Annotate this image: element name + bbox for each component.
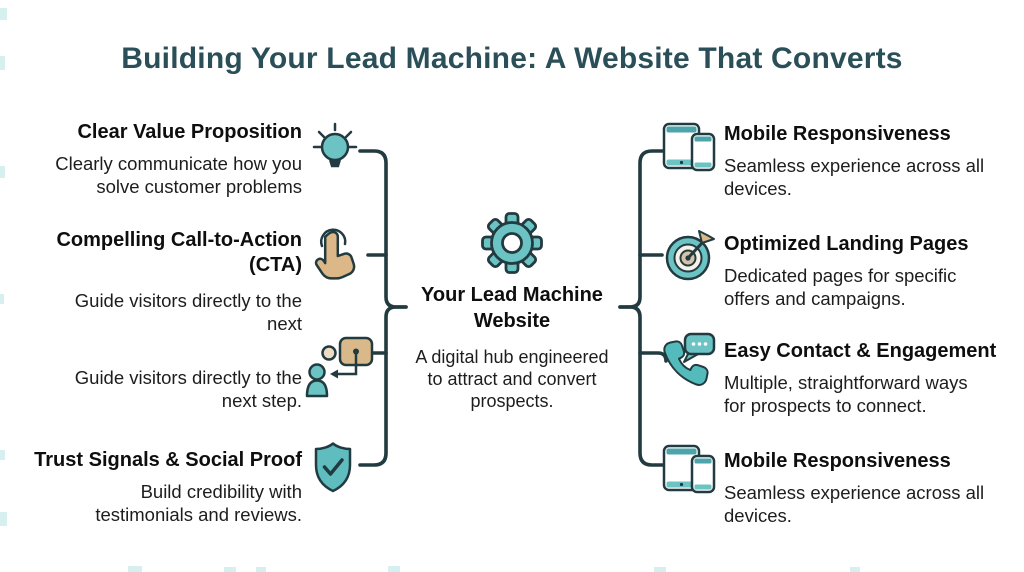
right-item-mobile-responsiveness: Mobile Responsiveness Seamless experienc… — [724, 122, 1010, 200]
edge-artifact — [256, 567, 266, 572]
item-desc-line: Guide visitors directly to the — [74, 367, 302, 388]
item-title: Mobile Responsiveness — [724, 450, 951, 472]
item-desc-line: Build credibility with — [140, 481, 302, 502]
guide-person-icon — [305, 336, 374, 398]
item-title: Trust Signals & Social Proof — [34, 449, 302, 471]
edge-artifact — [0, 450, 5, 460]
item-desc-line: next step. — [221, 390, 302, 411]
edge-artifact — [0, 512, 7, 526]
item-desc-line: Guide visitors directly to the — [74, 290, 302, 311]
left-item-guide-visitors: Guide visitors directly to the next step… — [14, 366, 302, 412]
item-desc-line: Seamless experience across all — [724, 155, 985, 176]
item-desc-line: testimonials and reviews. — [95, 504, 302, 525]
shield-check-icon — [314, 442, 352, 493]
left-item-clear-value-proposition: Clear Value Proposition Clearly communic… — [14, 120, 302, 198]
item-desc-line: offers and campaigns. — [724, 288, 906, 309]
spacer — [14, 278, 302, 289]
edge-artifact — [850, 567, 860, 572]
devices-icon — [662, 444, 716, 494]
item-title: Mobile Responsiveness — [724, 123, 951, 145]
spacer — [392, 334, 632, 346]
item-title: Easy Contact & Engagement — [724, 340, 997, 362]
spacer — [724, 474, 1010, 481]
center-title: Website — [473, 310, 551, 332]
item-title: (CTA) — [249, 254, 302, 276]
edge-artifact — [0, 8, 7, 20]
item-desc-line: Dedicated pages for specific — [724, 265, 957, 286]
center-desc-line: A digital hub engineered — [415, 347, 609, 367]
item-desc-line: devices. — [724, 505, 792, 526]
edge-artifact — [0, 166, 5, 178]
item-title: Optimized Landing Pages — [724, 233, 969, 255]
right-item-mobile-responsiveness-2: Mobile Responsiveness Seamless experienc… — [724, 449, 1010, 527]
lightbulb-icon — [312, 122, 358, 168]
item-desc-line: Clearly communicate how you — [55, 153, 302, 174]
left-item-compelling-cta: Compelling Call-to-Action (CTA) Guide vi… — [14, 228, 302, 335]
left-item-trust-signals: Trust Signals & Social Proof Build credi… — [14, 448, 302, 526]
right-item-easy-contact: Easy Contact & Engagement Multiple, stra… — [724, 339, 1010, 417]
page-title: Building Your Lead Machine: A Website Th… — [121, 42, 903, 75]
tap-hand-icon — [314, 228, 356, 280]
item-desc-line: next — [267, 313, 302, 334]
edge-artifact — [0, 56, 5, 70]
item-desc-line: Seamless experience across all — [724, 482, 985, 503]
center-hub: Your Lead Machine Website A digital hub … — [392, 282, 632, 412]
center-desc-line: to attract and convert — [427, 369, 597, 389]
phone-chat-icon — [663, 332, 716, 386]
left-brace-lower — [358, 305, 408, 467]
right-item-optimized-landing-pages: Optimized Landing Pages Dedicated pages … — [724, 232, 1010, 310]
spacer — [14, 145, 302, 152]
spacer — [724, 147, 1010, 154]
item-desc-line: Multiple, straightforward ways — [724, 372, 968, 393]
item-desc-line: for prospects to connect. — [724, 395, 927, 416]
item-desc-line: devices. — [724, 178, 792, 199]
edge-artifact — [388, 566, 400, 572]
item-title: Compelling Call-to-Action — [56, 229, 302, 251]
edge-artifact — [0, 294, 4, 304]
right-brace-lower — [618, 305, 668, 467]
center-desc-line: prospects. — [470, 391, 554, 411]
devices-icon — [662, 122, 716, 172]
edge-artifact — [654, 567, 666, 572]
item-title: Clear Value Proposition — [77, 121, 302, 143]
target-dart-icon — [665, 230, 715, 281]
spacer — [724, 257, 1010, 264]
gear-icon — [481, 212, 543, 274]
spacer — [14, 473, 302, 480]
item-desc-line: solve customer problems — [96, 176, 302, 197]
edge-artifact — [224, 567, 236, 572]
edge-artifact — [128, 566, 142, 572]
spacer — [724, 364, 1010, 371]
right-brace-stub-3 — [638, 351, 668, 363]
center-title: Your Lead Machine — [421, 284, 603, 306]
